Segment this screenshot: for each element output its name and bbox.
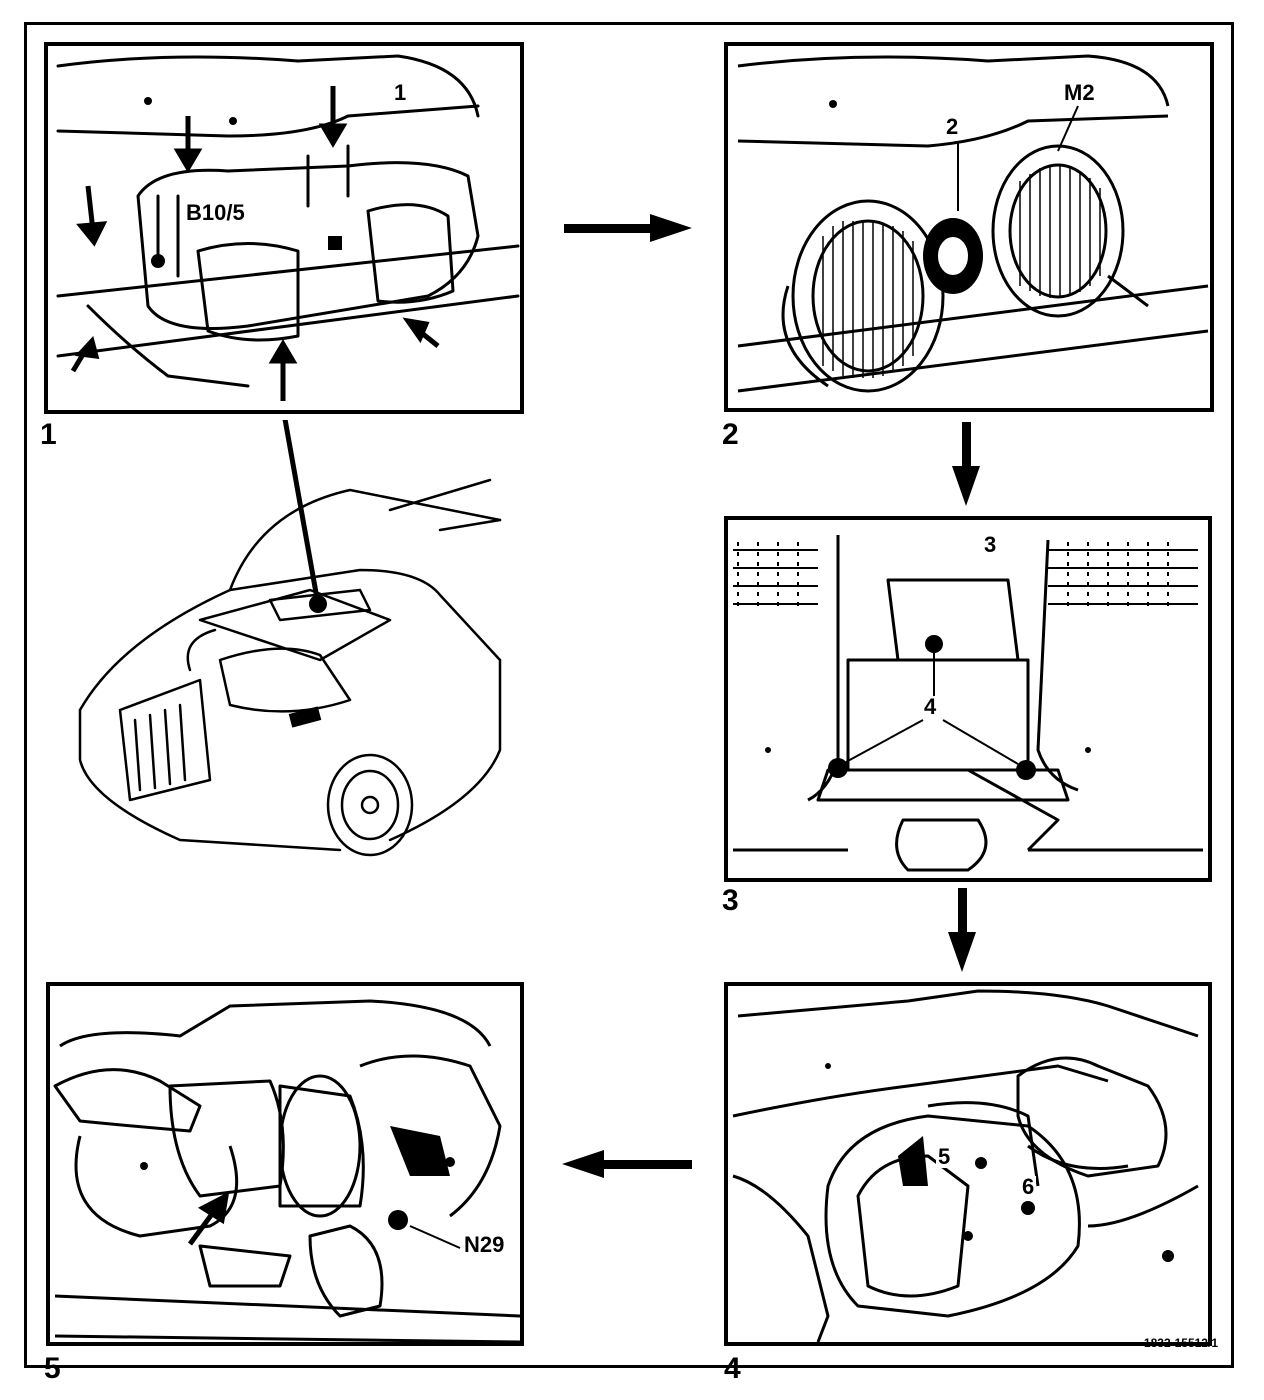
panel-2-illustration [737,54,1209,393]
panel-1-illustration [56,54,520,401]
callout-3: 3 [982,532,999,557]
callout-m2: M2 [1062,80,1097,105]
callout-n29: N29 [462,1232,507,1257]
panel-5-illustration [53,999,520,1342]
car-overview-illustration [78,379,502,857]
panel-step-3: 3 4 [724,516,1212,882]
callout-5: 5 [936,1144,953,1169]
step-number-5: 5 [44,1352,61,1385]
step-number-4: 4 [724,1352,741,1385]
callout-6: 6 [1020,1174,1037,1199]
figure-frame [24,22,1234,1368]
panel-step-2: 2 M2 [724,42,1214,412]
callout-1: 1 [392,80,409,105]
panel-step-5: N29 [46,982,524,1346]
panel-step-4: 5 6 [724,982,1212,1346]
callout-4: 4 [922,694,939,719]
panel-3-illustration [733,535,1203,872]
step-number-3: 3 [722,884,739,917]
car-overview [60,379,520,880]
step-number-2: 2 [722,418,739,451]
step-number-1: 1 [40,418,57,451]
panel-step-1: B10/5 1 [44,42,524,414]
reference-code: 1832-15512/1 [1143,1336,1218,1350]
callout-2: 2 [944,114,961,139]
callout-b10-5: B10/5 [184,200,247,225]
panel-4-illustration [732,989,1199,1342]
